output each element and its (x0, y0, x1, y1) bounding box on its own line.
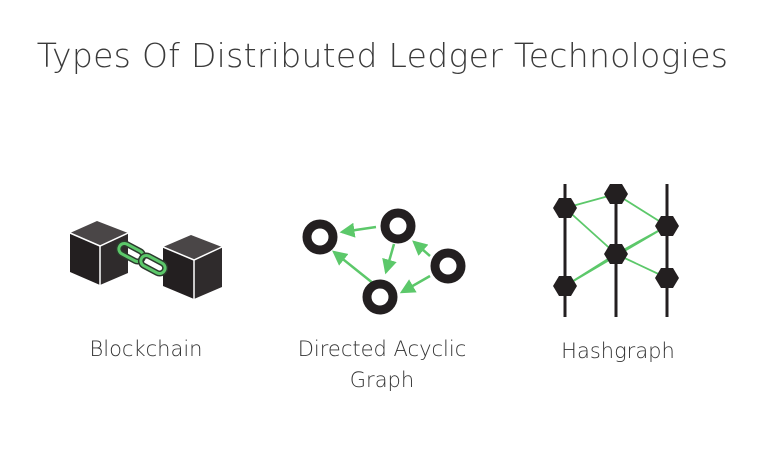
dag-arrows (332, 222, 431, 294)
hexagon-icon (604, 184, 628, 204)
label-line: Blockchain (89, 337, 203, 361)
node-ring-icon (362, 279, 398, 315)
label-line: Hashgraph (561, 339, 675, 363)
hashgraph-icon (553, 184, 679, 317)
arrow-icon (382, 243, 397, 275)
arrow-icon (412, 240, 431, 257)
hexagon-icon (553, 276, 577, 296)
dag-icon (302, 208, 466, 315)
hexagon-icon (553, 198, 577, 218)
arrow-icon (332, 250, 375, 285)
hashgraph-events (553, 184, 679, 296)
label-directed-acyclic-graph: Directed Acyclic Graph (267, 334, 497, 396)
label-line: Directed Acyclic (297, 337, 467, 361)
blockchain-icon (69, 221, 223, 299)
arrow-icon (339, 222, 377, 238)
hexagon-icon (655, 268, 679, 288)
page-title: Types Of Distributed Ledger Technologies (36, 36, 729, 75)
hexagon-icon (655, 216, 679, 236)
dag-nodes (302, 208, 466, 315)
chain-link-icon (115, 240, 169, 277)
label-blockchain: Blockchain (46, 334, 246, 365)
hexagon-icon (604, 244, 628, 264)
node-ring-icon (380, 208, 416, 244)
node-ring-icon (302, 219, 338, 255)
label-hashgraph: Hashgraph (518, 336, 718, 367)
label-line: Graph (349, 368, 415, 392)
cube-right-icon (162, 235, 223, 299)
node-ring-icon (430, 248, 466, 284)
arrow-icon (399, 274, 431, 294)
